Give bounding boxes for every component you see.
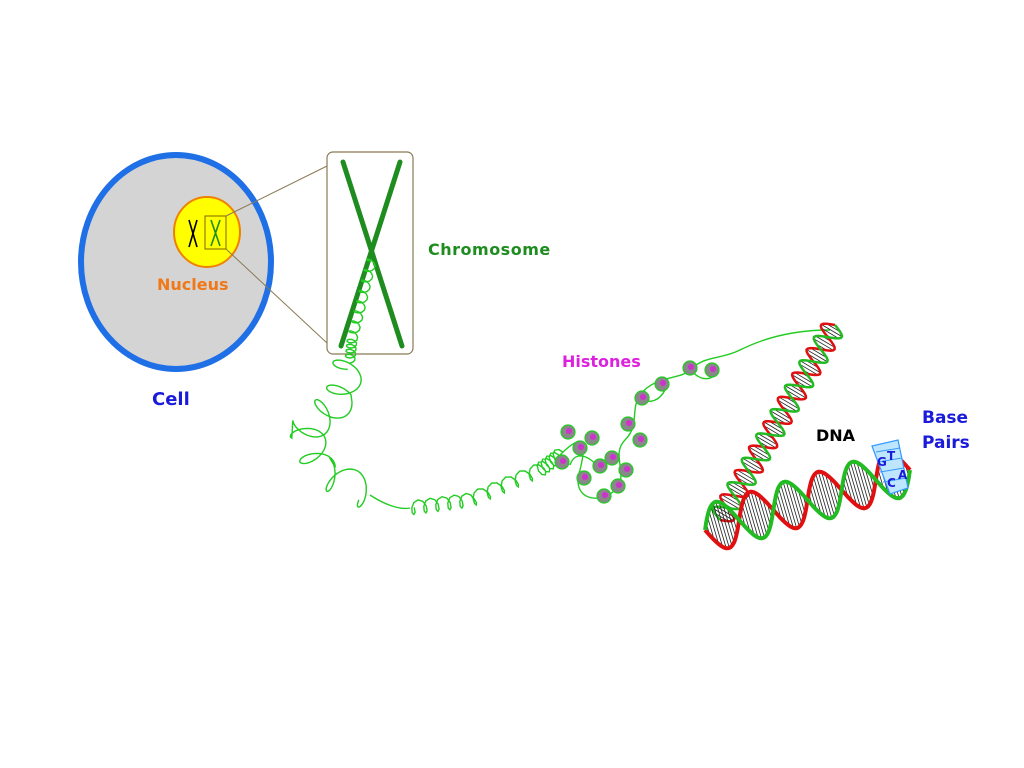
- histones-label: Histones: [562, 352, 641, 371]
- base-pairs-label: Base Pairs: [922, 406, 970, 456]
- base-pairs-label-line2: Pairs: [922, 433, 970, 453]
- histone-bead: [560, 424, 576, 440]
- fiber-coil-upper: [344, 258, 376, 364]
- nucleus: [173, 196, 241, 268]
- histone-bead: [572, 440, 588, 456]
- chromosome-inset: [326, 151, 414, 355]
- histone-bead: [610, 478, 626, 494]
- nucleus-chromosome-right: [210, 219, 221, 247]
- zoom-lines: [225, 165, 328, 344]
- base-pairs-label-line1: Base: [922, 408, 969, 428]
- base-letter-c: C: [887, 476, 896, 490]
- dna-label: DNA: [816, 426, 856, 445]
- histone-beads: [554, 360, 720, 504]
- histone-bead: [654, 376, 670, 392]
- histone-bead: [634, 390, 650, 406]
- base-letter-g: G: [877, 455, 887, 469]
- histone-bead: [682, 360, 698, 376]
- base-pair-detail: G T C A: [871, 439, 909, 495]
- histone-bead: [596, 488, 612, 504]
- cell-label: Cell: [152, 389, 190, 410]
- histone-bead: [592, 458, 608, 474]
- nucleus-chromosome-left: [188, 219, 198, 248]
- histone-bead: [604, 450, 620, 466]
- nucleus-zoom-box: [204, 215, 227, 250]
- histone-bead: [576, 470, 592, 486]
- histone-bead: [618, 462, 634, 478]
- histone-bead: [620, 416, 636, 432]
- chromosome: [338, 159, 405, 349]
- cell-membrane: [78, 152, 274, 372]
- fiber-loops: [289, 359, 368, 508]
- chromosome-label: Chromosome: [428, 240, 551, 259]
- histone-bead: [554, 454, 570, 470]
- nucleus-label: Nucleus: [157, 275, 229, 294]
- cell: [78, 152, 274, 372]
- fiber-beaded-loops: [569, 364, 718, 471]
- histone-bead: [704, 362, 720, 378]
- histone-bead: [632, 432, 648, 448]
- fiber-solenoid: [411, 448, 564, 516]
- fiber-link: [369, 494, 411, 510]
- base-letter-a: A: [898, 468, 908, 482]
- dna-double-helix: [703, 322, 912, 551]
- base-letter-t: T: [887, 449, 896, 463]
- histone-bead: [584, 430, 600, 446]
